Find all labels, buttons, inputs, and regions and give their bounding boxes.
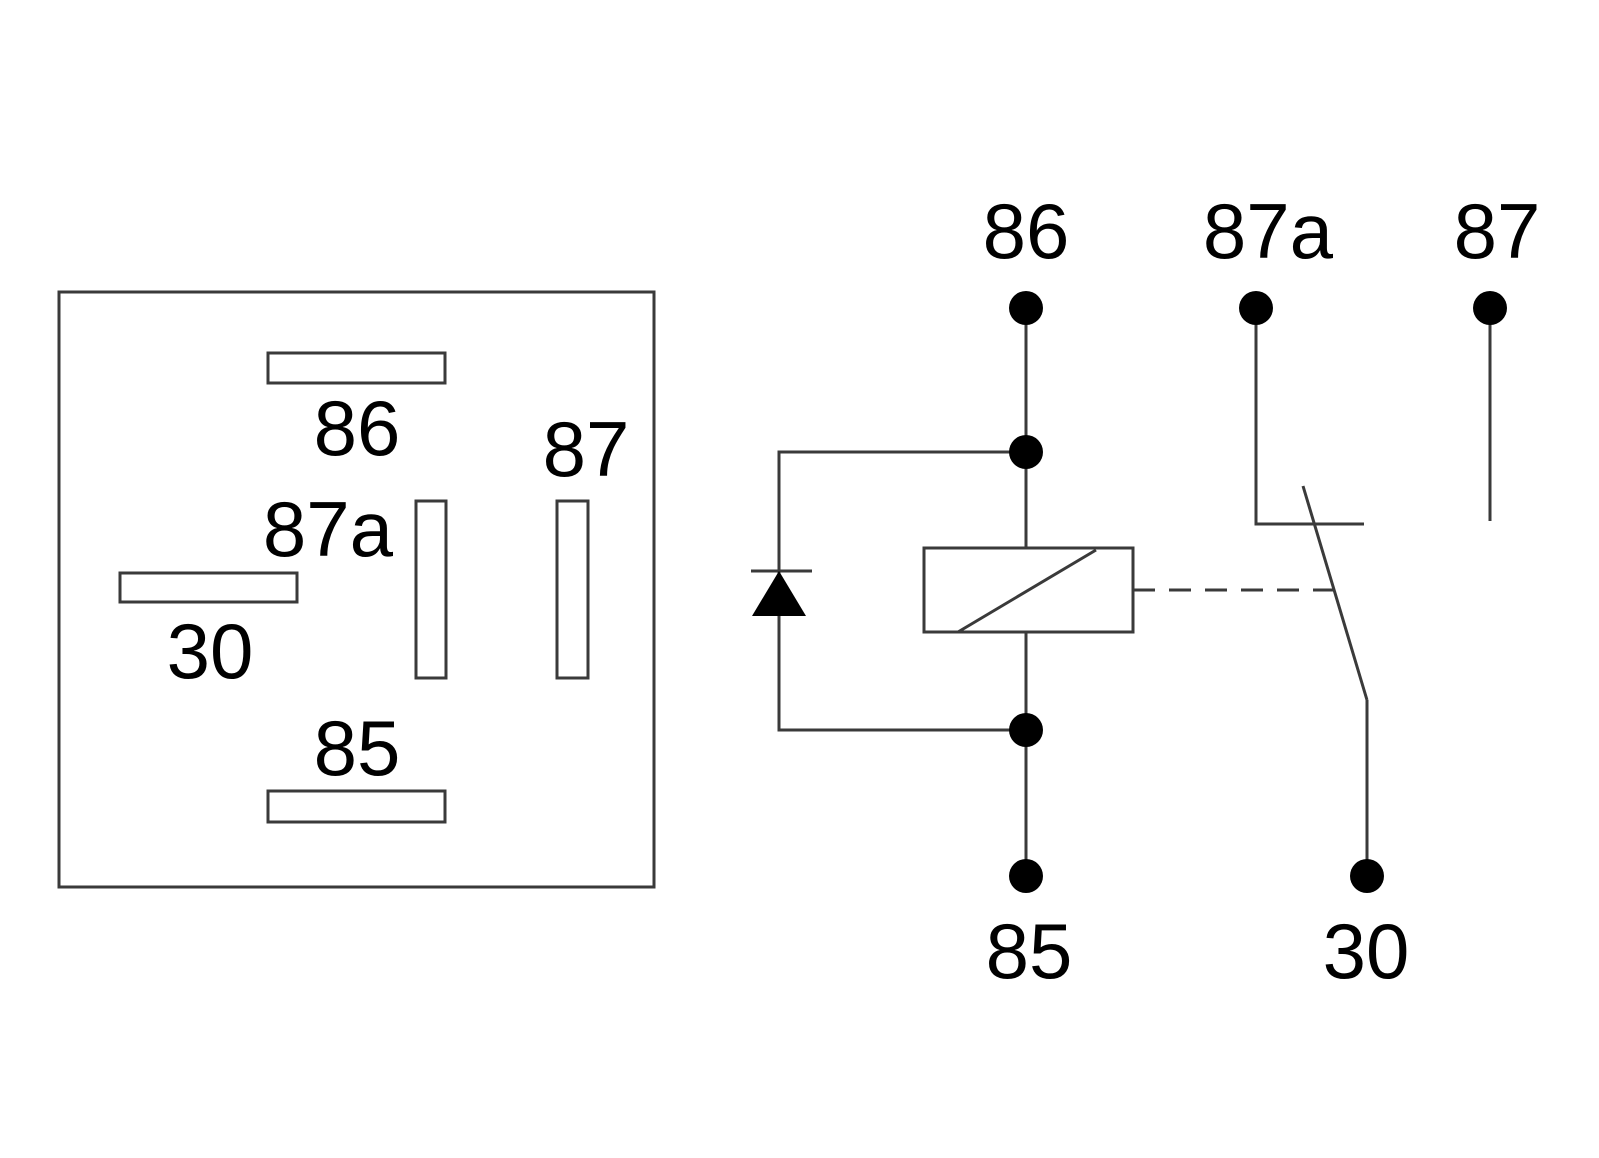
terminal-87-dot [1473,291,1507,325]
relay-footprint: 86 87 87a 30 85 [57,290,656,889]
terminal-30-label: 30 [1323,907,1410,995]
pin-30 [118,571,299,604]
terminal-87a-label: 87a [1203,187,1334,275]
pin-87a-label: 87a [263,485,394,573]
junction-bottom-dot [1009,713,1043,747]
contact-87a-wire [1254,308,1364,526]
pin-87a [414,499,448,680]
relay-schematic: 86 87a 87 85 30 [751,187,1540,995]
pin-85 [266,789,447,824]
terminal-85-label: 85 [986,907,1073,995]
pin-87 [555,499,590,680]
pin-30-label: 30 [167,607,254,695]
footprint-outline [57,290,656,889]
terminal-30-dot [1350,859,1384,893]
pin-86 [266,351,447,385]
terminal-86-label: 86 [983,187,1070,275]
coil-diagonal [957,548,1097,634]
pin-87-label: 87 [543,405,630,493]
terminal-87-label: 87 [1454,187,1541,275]
terminal-87a-dot [1239,291,1273,325]
pin-86-label: 86 [314,384,401,472]
diode-triangle [752,571,806,616]
switch-arm [1301,485,1369,701]
junction-top-dot [1009,435,1043,469]
terminal-86-dot [1009,291,1043,325]
pin-85-label: 85 [314,704,401,792]
terminal-85-dot [1009,859,1043,893]
diode-branch-wire [777,450,1026,732]
